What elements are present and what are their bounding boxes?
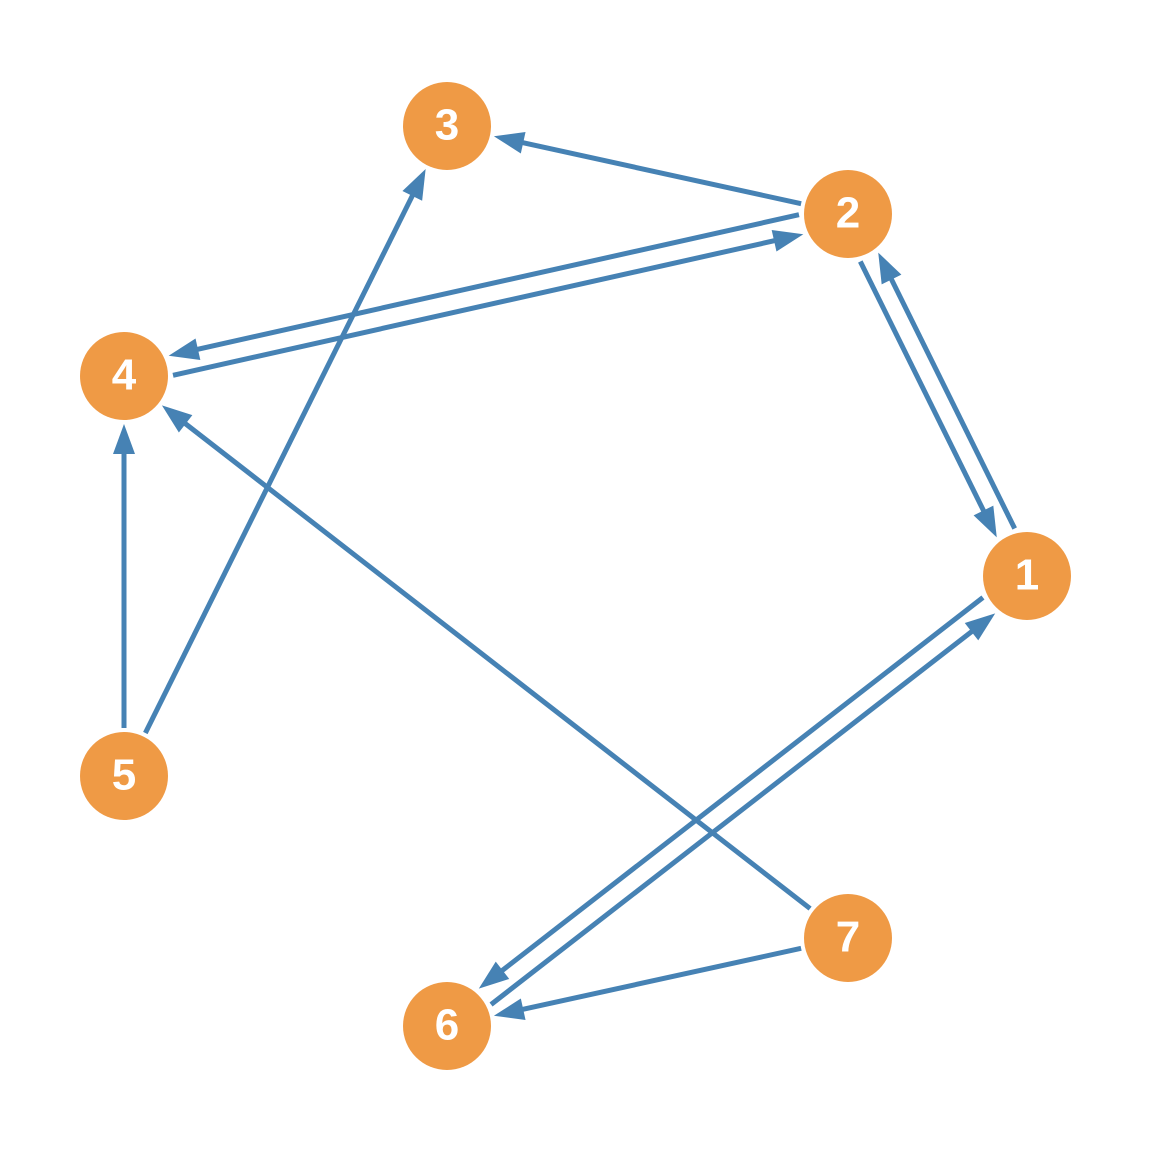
node-label: 6 <box>435 1001 459 1050</box>
edge-line <box>182 420 812 911</box>
arrowhead-icon <box>113 424 135 454</box>
node-circle <box>80 732 168 820</box>
node-label: 7 <box>836 913 860 962</box>
node-label: 5 <box>112 751 136 800</box>
arrowhead-icon <box>973 505 997 538</box>
node-6: 6 <box>403 982 491 1070</box>
arrowhead-icon <box>493 131 526 154</box>
node-circle <box>804 894 892 982</box>
arrowhead-icon <box>168 338 201 360</box>
node-2: 2 <box>804 170 892 258</box>
edge-1-to-6 <box>478 595 985 989</box>
node-circle <box>983 532 1071 620</box>
edges <box>113 131 1017 1021</box>
node-label: 4 <box>112 351 137 400</box>
edge-line <box>520 139 802 207</box>
node-circle <box>80 332 168 420</box>
edge-4-to-2 <box>172 230 804 378</box>
nodes: 1 2 3 4 5 6 7 <box>80 82 1071 1070</box>
edge-5-to-4 <box>113 424 135 728</box>
node-3: 3 <box>403 82 491 170</box>
arrowhead-icon <box>493 998 526 1021</box>
edge-5-to-3 <box>143 168 426 735</box>
edge-7-to-6 <box>493 945 802 1021</box>
edge-line <box>195 212 800 353</box>
node-circle <box>403 982 491 1070</box>
arrowhead-icon <box>402 168 426 201</box>
edge-line <box>858 260 987 514</box>
arrowhead-icon <box>478 961 510 989</box>
node-label: 2 <box>836 189 860 238</box>
edge-2-to-3 <box>493 131 802 207</box>
edge-line <box>499 595 985 974</box>
edge-line <box>172 237 777 378</box>
edge-line <box>143 192 416 735</box>
edge-1-to-2 <box>878 252 1017 530</box>
node-label: 3 <box>435 101 459 150</box>
arrowhead-icon <box>878 252 902 285</box>
node-5: 5 <box>80 732 168 820</box>
edge-line <box>520 945 802 1013</box>
node-7: 7 <box>804 894 892 982</box>
arrowhead-icon <box>771 230 804 252</box>
node-1: 1 <box>983 532 1071 620</box>
edge-2-to-4 <box>168 212 800 360</box>
edge-2-to-1 <box>858 260 997 538</box>
edge-line <box>489 628 975 1007</box>
node-4: 4 <box>80 332 168 420</box>
edge-7-to-4 <box>161 405 812 911</box>
node-circle <box>403 82 491 170</box>
arrowhead-icon <box>964 613 996 641</box>
edge-line <box>888 276 1017 530</box>
edge-6-to-1 <box>489 613 996 1007</box>
arrowhead-icon <box>161 405 193 433</box>
node-label: 1 <box>1015 551 1039 600</box>
node-circle <box>804 170 892 258</box>
